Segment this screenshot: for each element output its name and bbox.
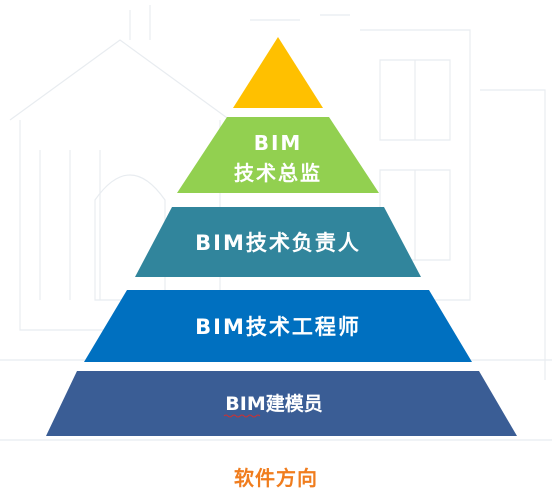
tier-modeler-label: BIM建模员 — [225, 392, 322, 415]
tier-technical-director-label-line1: BIM — [254, 131, 303, 155]
tier-technical-director — [177, 117, 379, 193]
caption-software-direction: 软件方向 — [234, 466, 318, 490]
tier-technical-director-label-line2: 技术总监 — [234, 161, 322, 185]
tier-technical-engineer-label: BIM技术工程师 — [195, 315, 361, 339]
spellcheck-underline — [223, 414, 261, 418]
tier-technical-lead — [135, 207, 421, 277]
tier-technical-engineer — [84, 290, 472, 362]
tier-top — [233, 37, 323, 108]
tier-technical-lead-label: BIM技术负责人 — [195, 231, 361, 255]
tier-modeler — [46, 371, 517, 436]
